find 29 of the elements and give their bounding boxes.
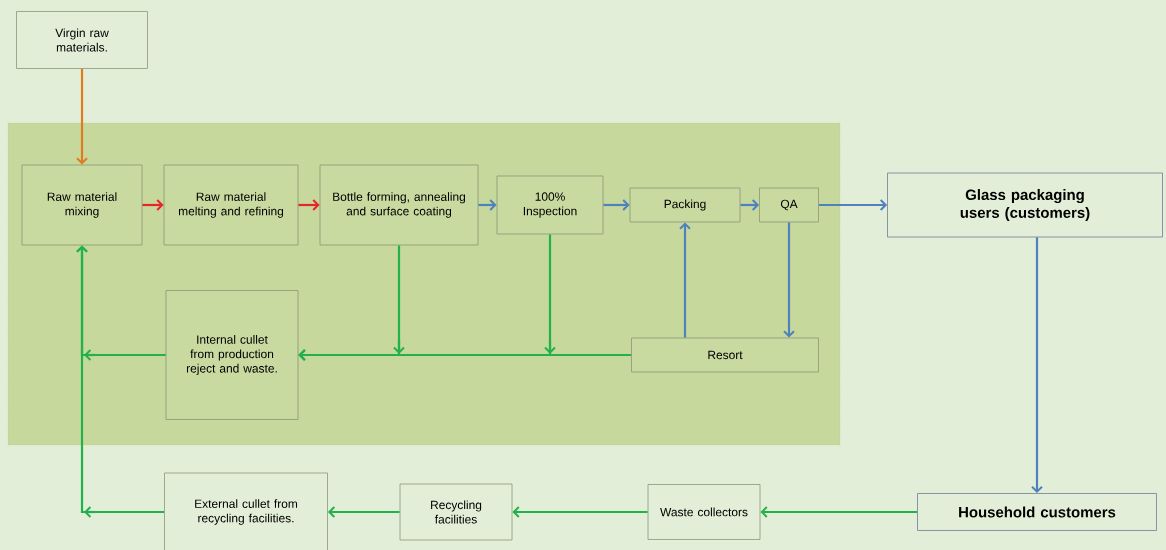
arrow [298,349,632,361]
arrow [818,199,888,211]
arrow [512,506,648,518]
arrow [76,245,166,361]
process-box: External cullet from recycling facilities. [164,472,328,550]
process-box: Glass packaging users (customers) [887,172,1163,238]
arrow [783,222,795,338]
arrow [603,199,630,211]
arrow [740,199,760,211]
process-box: 100% Inspection [496,175,604,235]
arrow [679,222,691,338]
process-box: Waste collectors [647,484,761,540]
arrow [298,199,320,211]
process-box: Packing [629,187,741,223]
process-box: Virgin raw materials. [16,11,148,69]
arrow [327,506,400,518]
process-box: QA [759,187,819,223]
arrow [1031,237,1043,494]
process-box: Recycling facilities [399,483,513,541]
arrow [760,506,918,518]
process-box: Raw material melting and refining [163,164,299,246]
process-box: Resort [631,337,819,373]
arrow [76,68,88,165]
process-box: Internal cullet from production reject and waste. [165,290,299,420]
arrow [478,199,497,211]
process-box: Household customers [917,493,1157,531]
process-box: Raw material mixing [21,164,143,246]
arrow [142,199,164,211]
process-box: Bottle forming, annealing and surface coating [319,164,479,246]
